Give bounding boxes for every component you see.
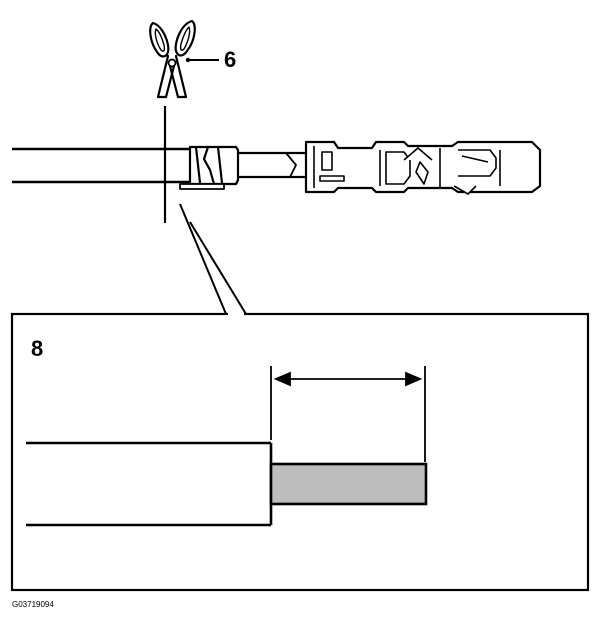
strip-length-dimension [270,366,426,462]
figure-reference: G03719094 [12,600,54,609]
wire [12,147,190,184]
detail-box [10,312,590,592]
insulated-wire [26,441,273,527]
callout-6-leader [185,57,219,63]
detail-pointer [179,203,247,315]
callout-6-label: 6 [224,47,236,72]
terminal-connector [304,140,542,195]
terminal-barrel [238,151,306,179]
stripped-conductor [269,462,428,506]
wire-seal [179,145,240,190]
callout-8-label: 8 [31,336,43,361]
scissors-icon [149,19,196,99]
